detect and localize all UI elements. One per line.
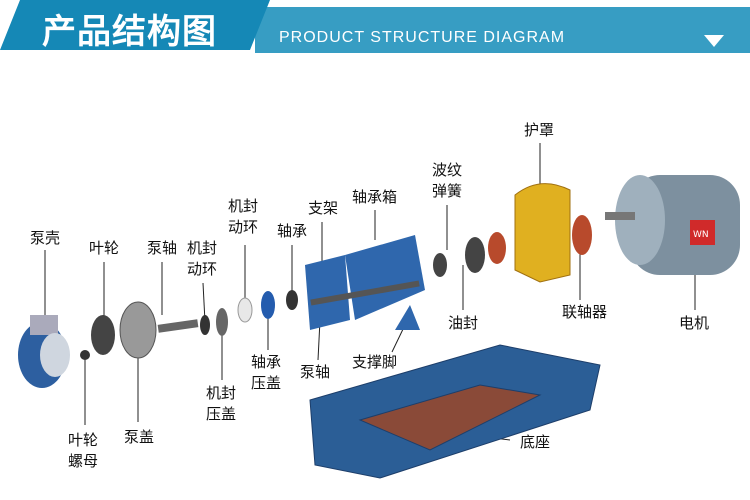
bearing bbox=[286, 290, 298, 310]
label-pump-casing: 泵壳 bbox=[30, 229, 61, 247]
coupling-half bbox=[488, 232, 506, 264]
motor bbox=[605, 175, 740, 275]
base bbox=[309, 344, 601, 479]
label-bearing-box: 轴承箱 bbox=[352, 188, 398, 206]
pump-cover bbox=[119, 301, 157, 359]
support-foot bbox=[395, 305, 420, 330]
shaft bbox=[310, 280, 420, 306]
seal-ring-a bbox=[200, 315, 210, 335]
bearing-box bbox=[345, 235, 425, 320]
impeller-nut bbox=[80, 350, 90, 360]
label-oil-seal: 油封 bbox=[448, 314, 479, 332]
label-seal-ring-a: 机封 动环 bbox=[187, 239, 218, 278]
bearing-gland bbox=[261, 291, 275, 319]
seal-gland bbox=[216, 308, 228, 336]
label-base: 底座 bbox=[520, 433, 551, 451]
label-coupling: 联轴器 bbox=[562, 303, 608, 321]
label-guard: 护罩 bbox=[524, 121, 555, 139]
seal-ring-b bbox=[237, 297, 253, 323]
label-pump-shaft-top: 泵轴 bbox=[147, 239, 178, 257]
impeller bbox=[91, 315, 115, 355]
label-seal-gland: 机封 压盖 bbox=[206, 384, 237, 423]
bellows-spring bbox=[433, 253, 447, 277]
motor-badge: WN bbox=[693, 230, 709, 240]
pump-casing bbox=[18, 315, 70, 388]
label-support-foot: 支撑脚 bbox=[352, 353, 398, 371]
label-bearing-gland: 轴承 压盖 bbox=[251, 353, 282, 392]
label-pump-shaft-bottom: 泵轴 bbox=[300, 363, 331, 381]
page-title: 产品结构图 bbox=[42, 12, 217, 52]
title-box bbox=[0, 0, 270, 50]
coupling bbox=[572, 215, 592, 255]
page-subtitle: PRODUCT STRUCTURE DIAGRAM bbox=[279, 29, 566, 46]
oil-seal bbox=[465, 237, 485, 273]
label-motor: 电机 bbox=[679, 314, 710, 332]
guard bbox=[514, 183, 571, 283]
label-bellows-spring: 波纹 弹簧 bbox=[432, 161, 463, 200]
label-impeller-nut: 叶轮 螺母 bbox=[68, 431, 99, 470]
chevron-down-icon bbox=[704, 35, 724, 47]
pump-shaft bbox=[157, 319, 199, 333]
label-seal-ring-b: 机封 动环 bbox=[228, 197, 259, 236]
header-band bbox=[255, 7, 750, 53]
label-bracket: 支架 bbox=[308, 199, 339, 217]
label-pump-cover: 泵盖 bbox=[124, 428, 155, 446]
label-bearing: 轴承 bbox=[277, 222, 308, 240]
label-impeller: 叶轮 bbox=[89, 239, 120, 257]
bracket bbox=[305, 255, 350, 330]
